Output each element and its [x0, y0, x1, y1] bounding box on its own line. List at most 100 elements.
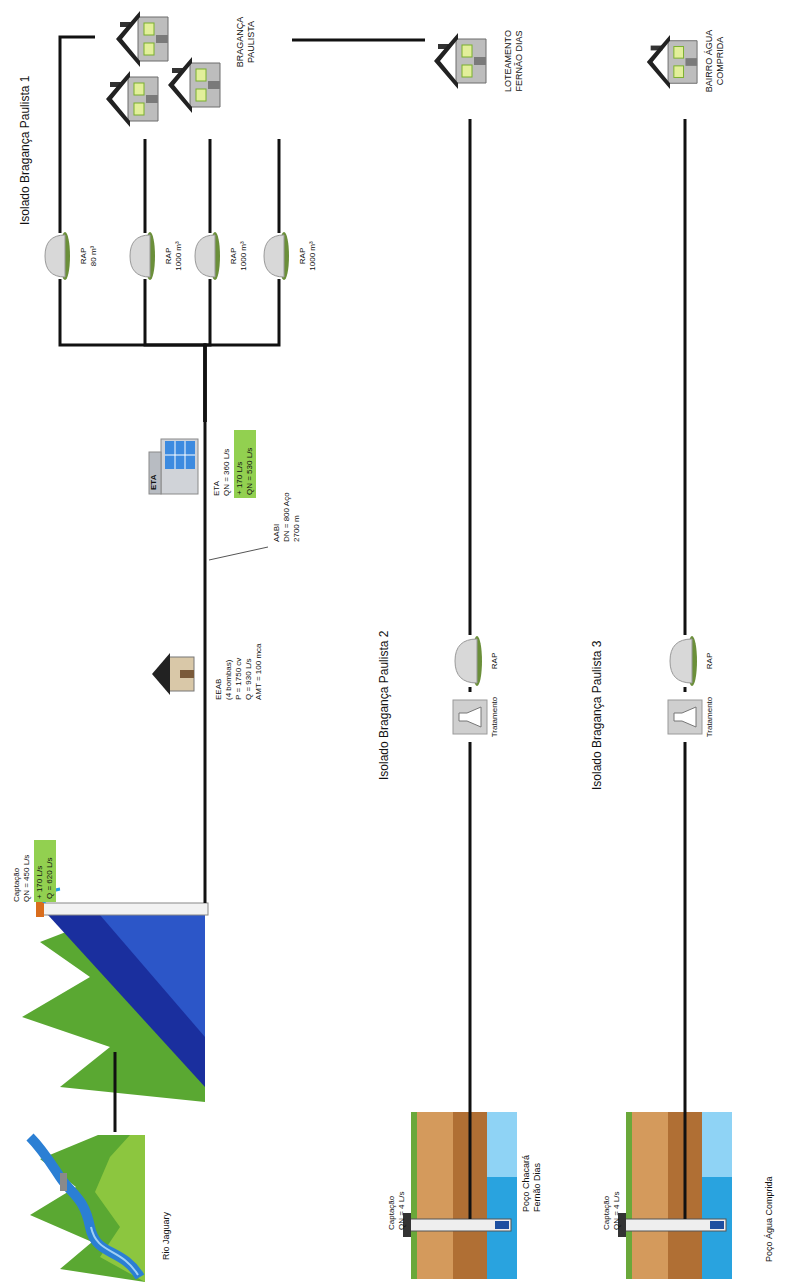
drawing-part — [114, 1052, 117, 1102]
node-text: AMT = 100 mca — [254, 643, 264, 700]
drawing-part — [91, 1227, 138, 1275]
pipe-connector — [469, 742, 472, 1107]
drawing-part — [161, 439, 198, 494]
pipe-connector — [145, 279, 205, 422]
pipe-label: 2700 m — [292, 515, 302, 542]
well-node: CaptaçãoQN = 4 L/sPoço Água Comprida — [600, 1107, 780, 1282]
district-node: LOTEAMENTO FERNÃO DIAS — [425, 3, 537, 119]
pipe-connector — [469, 119, 472, 635]
leader-line — [209, 547, 268, 560]
node-text: BRAGANÇA PAULISTA — [235, 7, 257, 77]
drawing-part — [152, 653, 170, 695]
drawing-part — [22, 915, 205, 1102]
flow-box: + 170 L/sQN = 530 L/s — [234, 430, 256, 498]
pipe-connector — [114, 1102, 117, 1132]
drawing-part — [204, 630, 207, 704]
drawing-part — [40, 903, 208, 915]
node-text: Q = 620 L/s — [45, 857, 55, 899]
pump-station-icon — [152, 630, 205, 704]
district-node: BAIRRO ÁGUA COMPRIDA — [640, 3, 740, 119]
pipe-connector — [684, 742, 687, 1107]
pipe-connector — [209, 139, 212, 233]
treatment-plant-icon — [149, 422, 205, 502]
node-text: 1000 m³ — [308, 233, 318, 279]
node-text: 1000 m³ — [174, 233, 184, 279]
drawing-part — [455, 636, 482, 686]
drawing-part — [434, 33, 486, 89]
node-text: Poço Água Comprida — [764, 1176, 775, 1262]
drawing-part — [195, 232, 220, 280]
drawing-part — [116, 11, 168, 67]
node-text: ETA — [149, 475, 159, 490]
pipe-connector — [292, 39, 425, 42]
drawing-part — [453, 700, 487, 734]
drawing-part — [647, 35, 697, 89]
drawing-part — [618, 1107, 732, 1279]
pipe-label: DN = 800 Aço — [282, 492, 292, 542]
node-text: (4 bombas) — [224, 660, 234, 700]
drawing-part — [264, 232, 289, 280]
pipe-connector — [60, 37, 95, 233]
node-text: Tratamento — [490, 692, 500, 742]
node-text: EEAB — [214, 679, 224, 700]
reservoir-node: RAP1000 m³ — [262, 233, 320, 279]
node-text: + 170 L/s — [35, 866, 45, 899]
node-text: QN = 4 L/s — [397, 1192, 407, 1230]
node-text: RAP — [298, 233, 308, 279]
node-text: Captação — [12, 868, 22, 902]
intake-node: CaptaçãoQN = 450 L/s+ 170 L/sQ = 620 L/s — [8, 832, 215, 1102]
drawing-part — [165, 441, 195, 469]
well-node: CaptaçãoQN = 4 L/s Poço Chacará Fernão Di… — [385, 1107, 550, 1282]
reservoir-icons — [45, 232, 697, 686]
treatment-node: Tratamento — [453, 692, 505, 742]
drawing-part — [180, 670, 194, 678]
node-text: 1000 m³ — [239, 233, 249, 279]
node-text: Poço Chacará Fernão Dias — [521, 1140, 543, 1212]
drawing-part — [149, 452, 161, 494]
node-text: Captação — [387, 1196, 397, 1230]
pipe-connector — [278, 139, 281, 233]
drawing-part — [185, 441, 186, 469]
section-title: Isolado Bragança Paulista 3 — [590, 641, 604, 790]
node-text: QN = 530 L/s — [245, 448, 255, 495]
reservoir-node: RAP1000 m³ — [193, 233, 251, 279]
drawing-part — [36, 901, 44, 917]
well-pictures — [403, 1107, 732, 1279]
section-title: Isolado Bragança Paulista 1 — [18, 76, 32, 225]
node-text: ETA — [212, 481, 222, 496]
node-text: RAP — [705, 635, 715, 687]
pipe-connector — [684, 687, 687, 692]
pipe-connector — [204, 704, 207, 832]
river-picture — [30, 1135, 145, 1282]
drawing-part — [45, 232, 70, 280]
drawing-part — [168, 57, 220, 113]
reservoir-node: RAP1000 m³ — [128, 233, 186, 279]
node-text: Q = 930 L/s — [244, 658, 254, 700]
node-text: RAP — [79, 233, 89, 279]
drawing-part — [60, 1173, 67, 1191]
node-text: QN = 450 L/s — [22, 855, 32, 902]
drawing-part — [670, 636, 697, 686]
drawing-part — [30, 1137, 140, 1277]
drawing-part — [668, 700, 702, 734]
drawing-part — [175, 441, 176, 469]
drawing-part — [130, 232, 155, 280]
node-text: Tratamento — [705, 692, 715, 742]
node-text: LOTEAMENTO FERNÃO DIAS — [503, 23, 525, 99]
drawing-part — [204, 422, 207, 502]
pipe-connector — [469, 687, 472, 692]
drawing-part — [48, 915, 205, 1087]
drawing-part — [165, 455, 195, 456]
drawing-part — [168, 657, 194, 691]
pipe-connector — [60, 279, 205, 422]
flow-box: + 170 L/sQ = 620 L/s — [34, 840, 56, 902]
node-text: RAP — [229, 233, 239, 279]
node-text: + 170 L/s — [235, 462, 245, 495]
node-text: Rio Jaguary — [161, 1212, 172, 1260]
node-text: RAP — [490, 635, 500, 687]
river-node: Rio Jaguary — [15, 1132, 187, 1282]
drawing-part — [30, 1135, 145, 1282]
